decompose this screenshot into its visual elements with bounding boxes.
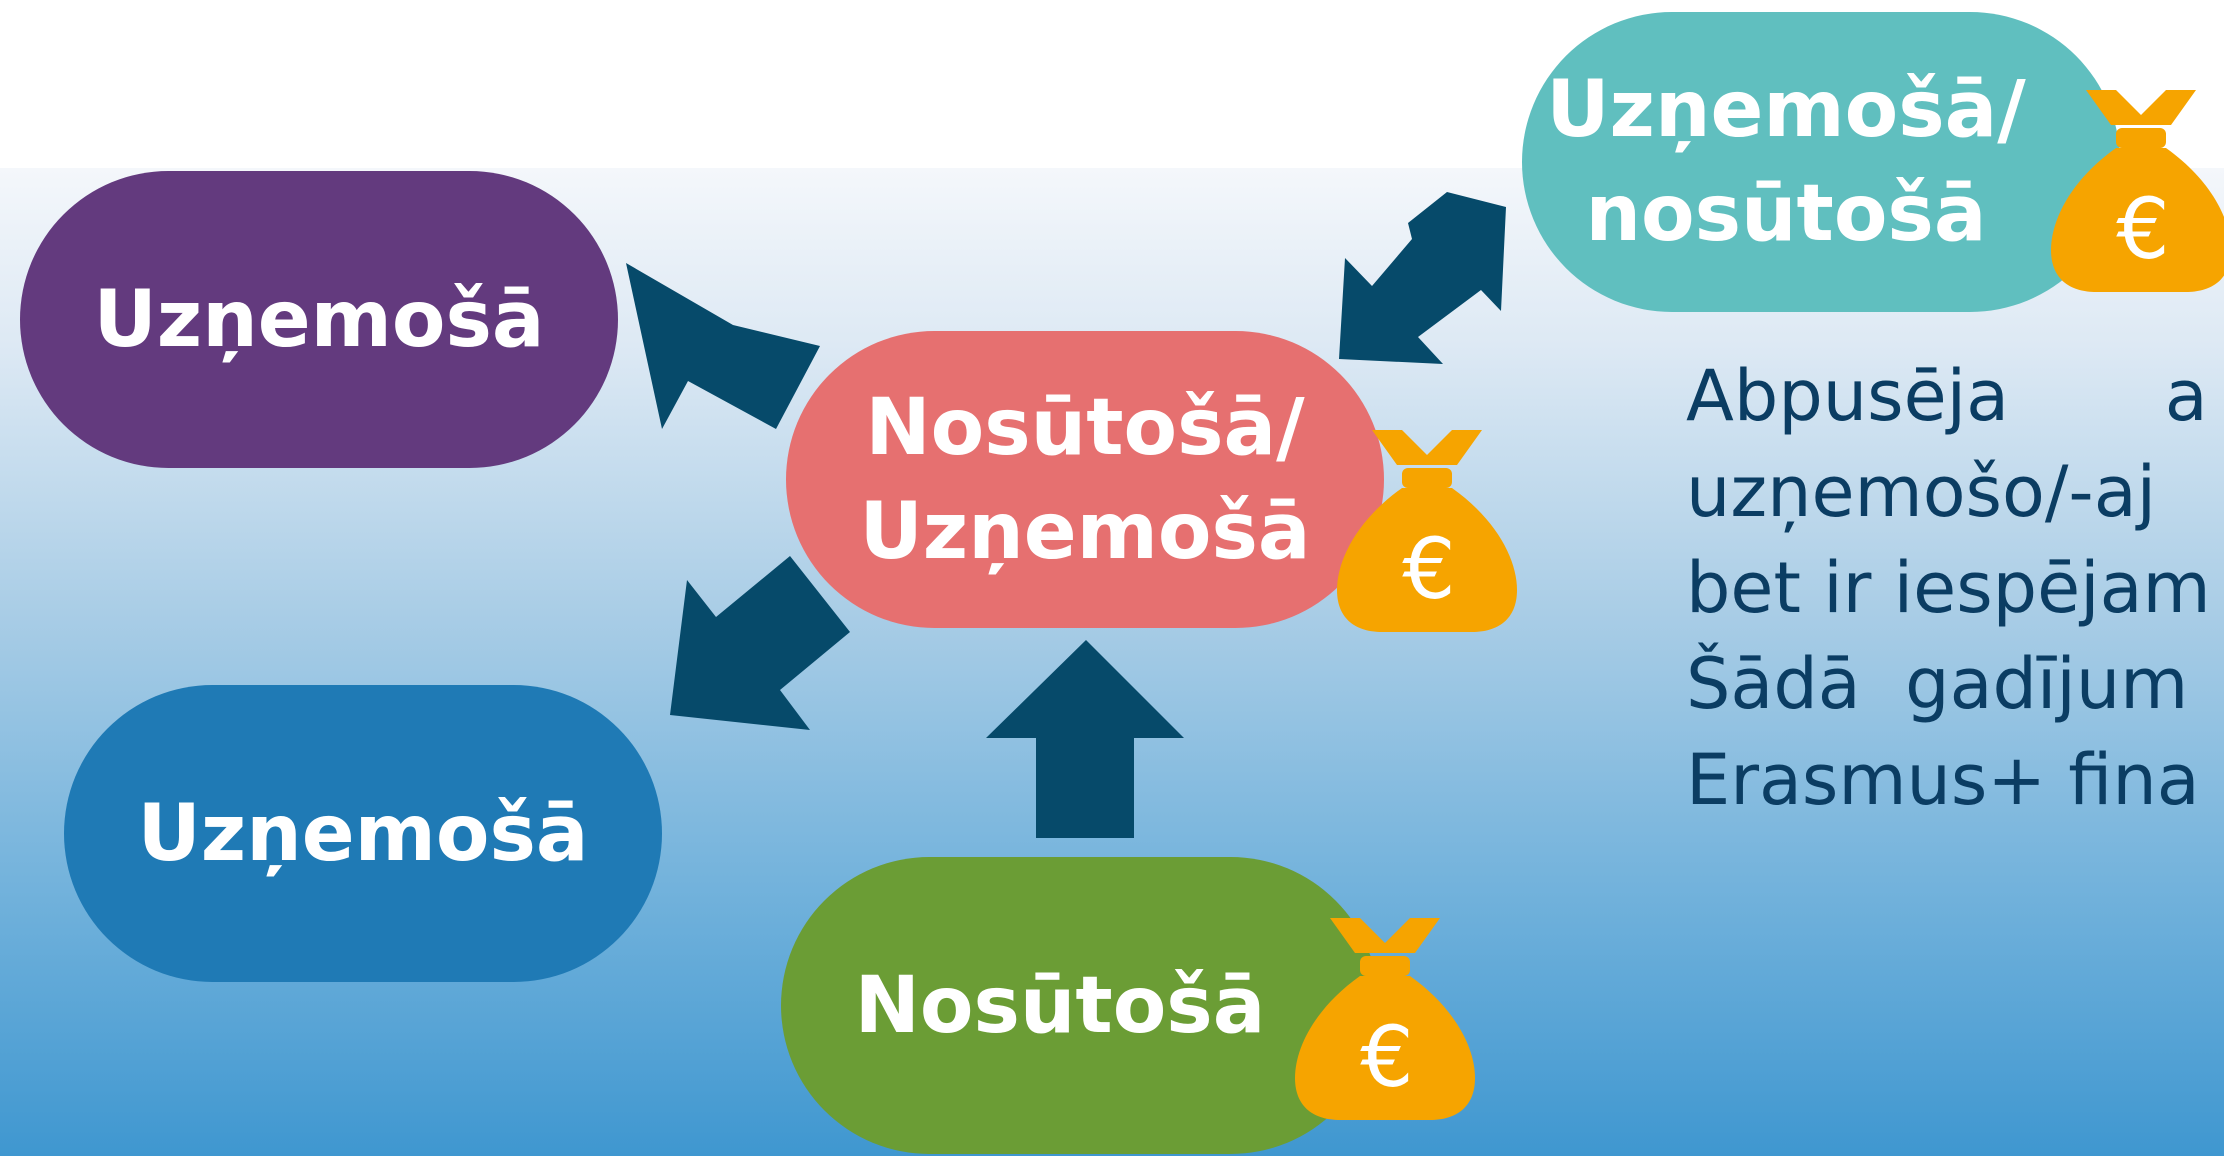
svg-text:€: € [2116,180,2169,278]
node-label: Nosūtošā [854,960,1266,1051]
node-sending-bottom: Nosūtošā [781,857,1379,1154]
node-label-line1: Nosūtošā/ [865,382,1305,473]
description-text: Abpusēja a uzņemošo/-aj bet ir iespējam … [1686,348,2224,828]
node-receiving-bottom-left: Uzņemošā [64,685,662,982]
description-line: Abpusēja a [1686,355,2208,437]
arrow-to-top-left [626,263,820,429]
node-center-sending-receiving: Nosūtošā/ Uzņemošā [786,331,1384,628]
arrow-double-top-right [1339,192,1506,364]
node-label: Uzņemošā [137,788,589,879]
node-label-line2: Uzņemošā [859,486,1311,577]
node-receiving-top-left: Uzņemošā [20,171,618,468]
description-line: bet ir iespējam [1686,547,2211,629]
description-line: Erasmus+ fina [1686,739,2200,821]
arrow-from-bottom [986,640,1184,838]
money-bag-icon: € [1337,430,1517,632]
node-label-line1: Uzņemošā/ [1546,65,2026,155]
money-bag-icon: € [2051,90,2224,292]
svg-text:€: € [1402,520,1455,618]
node-label: Uzņemošā [93,274,545,365]
money-bag-icon: € [1295,918,1475,1120]
node-label-line2: nosūtošā [1585,169,1987,259]
description-line: uzņemošo/-aj [1686,451,2157,533]
svg-text:€: € [1360,1008,1413,1106]
description-line: Šādā gadījum [1686,643,2189,725]
arrow-to-bottom-left [670,556,850,730]
node-top-right-receiving-sending: Uzņemošā/ nosūtošā [1522,12,2120,312]
